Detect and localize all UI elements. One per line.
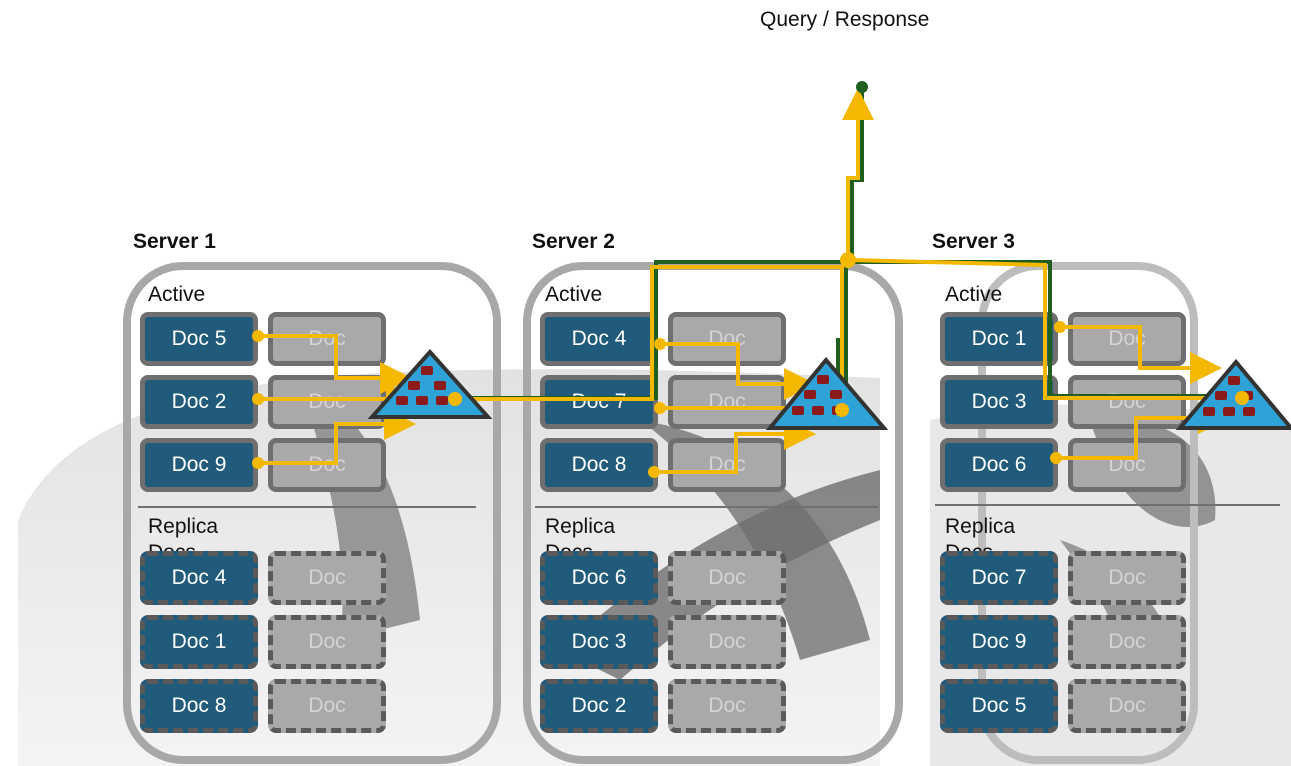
server-3-replica-placeholder: Doc: [1068, 679, 1186, 733]
server-1-title: Server 1: [133, 230, 216, 253]
server-1-active-placeholder: Doc: [268, 312, 386, 366]
doc-link-dot: [252, 330, 264, 342]
server-1-active-placeholder: Doc: [268, 375, 386, 429]
query-path-yellow: [455, 265, 844, 410]
merge-node-dot: [840, 252, 856, 268]
doc-link-dot: [1050, 452, 1062, 464]
doc-link-yellow: [660, 342, 816, 400]
merge-path-green: [472, 260, 848, 410]
doc-link-dot: [648, 466, 660, 478]
indexer-triangle-icon: [1175, 358, 1291, 430]
server-1-replica-doc: Doc 8: [140, 679, 258, 733]
section-divider: [935, 504, 1280, 506]
doc-link-yellow: [258, 408, 416, 465]
server-3-active-doc: Doc 1: [940, 312, 1058, 366]
server-3-active-placeholder: Doc: [1068, 438, 1186, 492]
doc-link-yellow: [654, 418, 816, 474]
server-3-replica-placeholder: Doc: [1068, 615, 1186, 669]
server-1-active-doc: Doc 5: [140, 312, 258, 366]
server-3-replica-placeholder: Doc: [1068, 551, 1186, 605]
query-endpoint-dot: [856, 81, 868, 93]
server-3-replica-doc: Doc 9: [940, 615, 1058, 669]
indexer-output-dot: [835, 403, 849, 417]
indexer-output-dot: [1235, 391, 1249, 405]
query-path-yellow: [842, 88, 874, 260]
indexer-output-dot: [448, 392, 462, 406]
server-2-replica-placeholder: Doc: [668, 551, 786, 605]
server-2-replica-doc: Doc 2: [540, 679, 658, 733]
doc-link-yellow: [1060, 325, 1222, 384]
server-1-replica-doc: Doc 4: [140, 551, 258, 605]
server-3-title: Server 3: [932, 230, 1015, 253]
server-2-replica-placeholder: Doc: [668, 615, 786, 669]
server-1-replica-placeholder: Doc: [268, 551, 386, 605]
server-2-active-doc: Doc 7: [540, 375, 658, 429]
server-1-replica-doc: Doc 1: [140, 615, 258, 669]
server-1-active-doc: Doc 9: [140, 438, 258, 492]
server-1-replica-placeholder: Doc: [268, 615, 386, 669]
section-divider: [138, 506, 476, 508]
server-2-title: Server 2: [532, 230, 615, 253]
doc-link-dot: [654, 338, 666, 350]
server-2-replica-placeholder: Doc: [668, 679, 786, 733]
server-3-box: [978, 262, 1198, 764]
merge-path-green: [846, 260, 1226, 398]
server-1-replica-placeholder: Doc: [268, 679, 386, 733]
server-3-active-placeholder: Doc: [1068, 312, 1186, 366]
server-2-active-doc: Doc 4: [540, 312, 658, 366]
doc-link-dot: [252, 393, 264, 405]
query-path-yellow: [849, 258, 1240, 400]
doc-link-dot: [654, 402, 666, 414]
server-3-replica-doc: Doc 7: [940, 551, 1058, 605]
server-1-box: [123, 262, 501, 764]
indexer-triangle-icon: [765, 356, 889, 430]
server-2-replica-doc: Doc 3: [540, 615, 658, 669]
server-3-active-doc: Doc 3: [940, 375, 1058, 429]
query-response-label: Query / Response: [760, 8, 930, 31]
server-2-active-doc: Doc 8: [540, 438, 658, 492]
server-3-replica-doc: Doc 5: [940, 679, 1058, 733]
indexer-triangle-icon: [367, 348, 493, 419]
doc-link-dot: [252, 457, 264, 469]
section-divider: [535, 506, 878, 508]
server-3-active-doc: Doc 6: [940, 438, 1058, 492]
doc-link-dot: [1054, 321, 1066, 333]
doc-link-yellow: [258, 334, 412, 394]
server-2-replica-doc: Doc 6: [540, 551, 658, 605]
doc-link-yellow: [1056, 402, 1230, 460]
